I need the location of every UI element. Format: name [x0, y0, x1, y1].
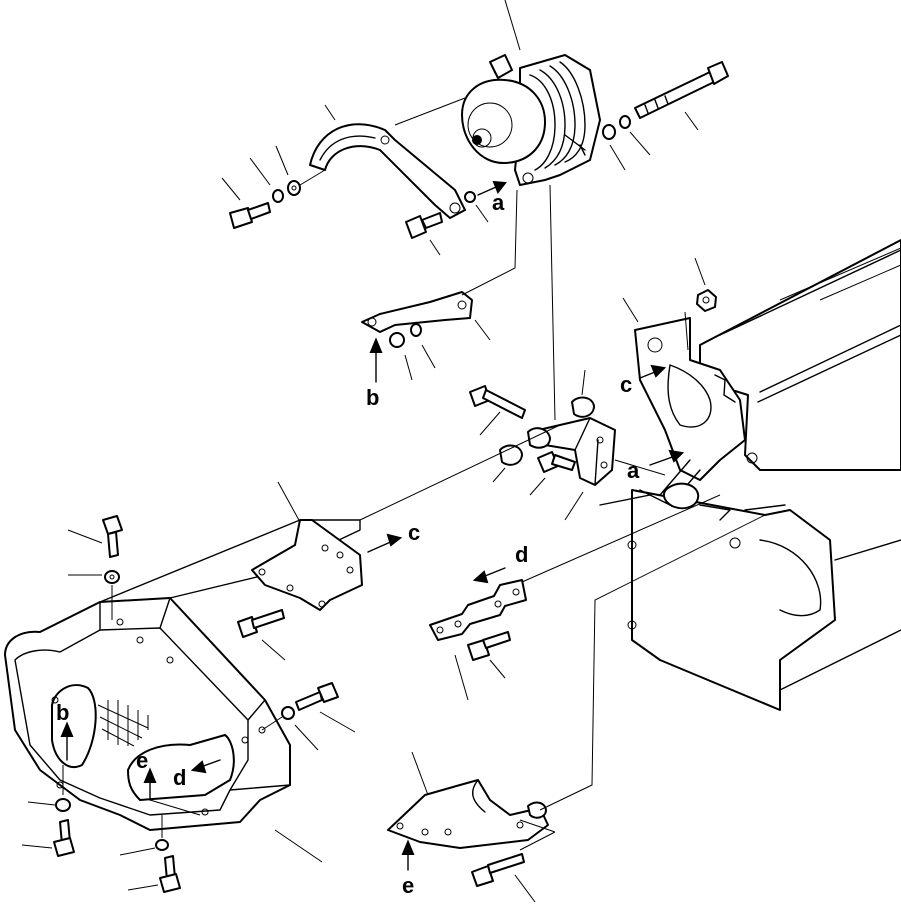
small-bolt — [405, 212, 443, 239]
leader-center-bolt-short — [529, 477, 546, 496]
alternator-lower-bracket — [361, 291, 473, 348]
leader-cover-top-bolt — [67, 529, 103, 544]
leader-spacer-2 — [581, 369, 586, 396]
arrow-d-stay-head — [472, 570, 489, 584]
center-bolt-short — [537, 451, 576, 473]
arm-bolt-set — [229, 169, 326, 229]
leader-center-bolt-long — [479, 411, 501, 436]
lower-bracket-to-engine-line — [539, 514, 766, 811]
callout-c-1: c — [620, 372, 632, 397]
callout-d-1: d — [173, 765, 186, 790]
bracket-to-alternator-line — [461, 189, 518, 296]
cover-bracket-bolt — [237, 609, 285, 638]
leader-cover-side-bolt — [319, 711, 356, 733]
arrow-c-engine-head — [650, 364, 667, 378]
leader-small-bolt — [429, 239, 441, 256]
cover-bottom-bolt-1 — [53, 765, 75, 857]
adjusting-arm — [309, 123, 466, 219]
lower-bracket-bolt-lines — [519, 819, 556, 851]
leader-engine-nut — [694, 257, 706, 286]
leader-washer-2 — [275, 145, 289, 176]
engine-block — [599, 239, 901, 711]
leader-lower-bracket — [474, 319, 491, 341]
leader-lower-bracket-bolt — [514, 874, 536, 903]
callout-a-2: a — [627, 458, 640, 483]
center-bolt-long — [469, 385, 526, 419]
arrow-a-head — [492, 180, 507, 194]
alternator-mount-line — [549, 184, 556, 421]
leader-belt-cover — [274, 829, 323, 863]
leader-washer-1 — [249, 157, 271, 186]
center-bracket-to-engine — [614, 459, 666, 476]
leader-cover-bracket — [277, 481, 301, 523]
callout-b-2: b — [56, 700, 69, 725]
lower-bracket-bolt — [471, 853, 525, 887]
engine-nut — [696, 289, 717, 312]
pivot-bolt-set — [602, 61, 729, 140]
leader-engine-bracket — [622, 297, 639, 323]
arrow-e-cover-head — [143, 767, 157, 783]
small-washer — [464, 191, 476, 203]
cover-top-bolt — [102, 515, 123, 620]
arrow-e-lower-head — [401, 839, 415, 855]
callout-d-2: d — [515, 542, 528, 567]
leader-cover-bracket-bolt — [261, 639, 286, 661]
cover-stay — [429, 579, 527, 641]
leader-pivot-bolt — [684, 111, 699, 131]
arrow-a-engine-head — [668, 449, 685, 463]
alternator — [461, 54, 601, 186]
leader-pivot-washer-1 — [609, 144, 626, 171]
leader-arm — [324, 104, 336, 121]
leader-lower-bracket-2 — [411, 751, 429, 796]
arm-to-alternator-line — [394, 97, 466, 126]
leader-stay-bolt — [489, 659, 506, 679]
callout-e-1: e — [136, 748, 148, 773]
callout-b-1: b — [366, 385, 379, 410]
cover-side-bolt-line — [261, 716, 283, 731]
leader-nut — [404, 354, 413, 381]
arrow-b-head — [369, 337, 383, 353]
stay-bolt — [467, 631, 511, 661]
leader-pivot-washer-2 — [629, 131, 651, 156]
cover-bottom-bolt-2 — [155, 815, 181, 893]
leader-center-bracket — [564, 491, 584, 521]
callout-c-2: c — [408, 520, 420, 545]
callout-e-2: e — [402, 873, 414, 898]
arrow-b-cover-head — [60, 721, 74, 737]
center-mount-bracket — [499, 396, 616, 486]
leader-cover-side-washer — [294, 724, 319, 751]
cover-side-bolt — [281, 682, 339, 720]
arrow-d-cover-head — [190, 760, 207, 774]
leader-small-washer — [475, 204, 489, 223]
leader-cover-bottom-washer-1 — [27, 801, 56, 806]
leader-stay — [454, 654, 469, 701]
cover-e-line — [149, 799, 201, 816]
engine-nut-line — [684, 311, 689, 351]
leader-washer-3 — [421, 344, 436, 369]
leader-cover-bottom-bolt-2 — [127, 884, 159, 891]
lower-bracket — [387, 779, 549, 849]
cover-bracket — [251, 519, 363, 611]
leader-cover-bottom-bolt-1 — [21, 844, 53, 849]
belt-cover — [4, 519, 361, 831]
callout-a-1: a — [492, 190, 505, 215]
stay-to-engine-line — [521, 494, 721, 583]
leader-bolt-1 — [221, 177, 241, 201]
leader-alternator — [504, 0, 521, 51]
leader-spacer-1 — [492, 467, 506, 483]
arrow-c-bracket-head — [386, 533, 403, 547]
cover-bracket-to-mount-line — [359, 424, 561, 521]
engine-nut-hole — [702, 296, 710, 304]
leader-cover-bottom-washer-2 — [119, 847, 156, 856]
